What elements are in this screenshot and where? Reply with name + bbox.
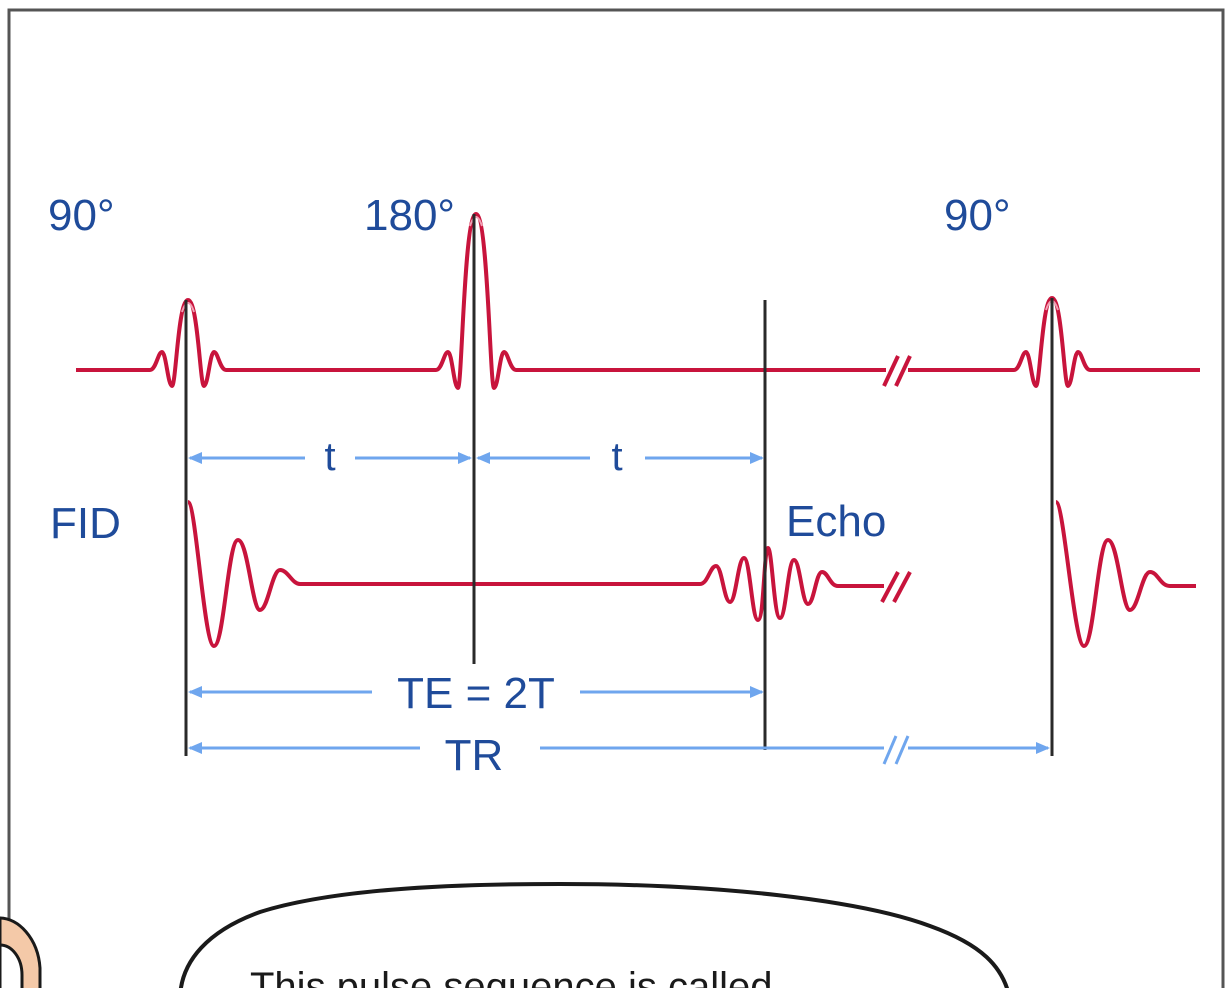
outer-border (7, 8, 1225, 988)
axis-break-icon (880, 571, 912, 603)
second-90-label: 90° (944, 191, 1011, 240)
tr-label: TR (445, 731, 504, 780)
bubble-text: This pulse sequence is called (250, 965, 773, 988)
interval-arrows (188, 452, 1050, 754)
axis-break-icon (882, 355, 912, 387)
t-second-label: t (611, 435, 622, 479)
timing-markers (184, 214, 1054, 756)
axis-break-icon (882, 735, 910, 765)
first-90-label: 90° (48, 191, 115, 240)
refocus-180-label: 180° (364, 191, 455, 240)
fid-label: FID (50, 499, 121, 548)
signal-line (186, 500, 1196, 648)
character-face-icon (0, 916, 42, 988)
t-first-label: t (324, 435, 335, 479)
speech-bubble: This pulse sequence is called (179, 881, 1009, 988)
te-label: TE = 2T (397, 669, 555, 718)
echo-label: Echo (786, 497, 886, 546)
rf-pulse-line (76, 212, 1200, 390)
